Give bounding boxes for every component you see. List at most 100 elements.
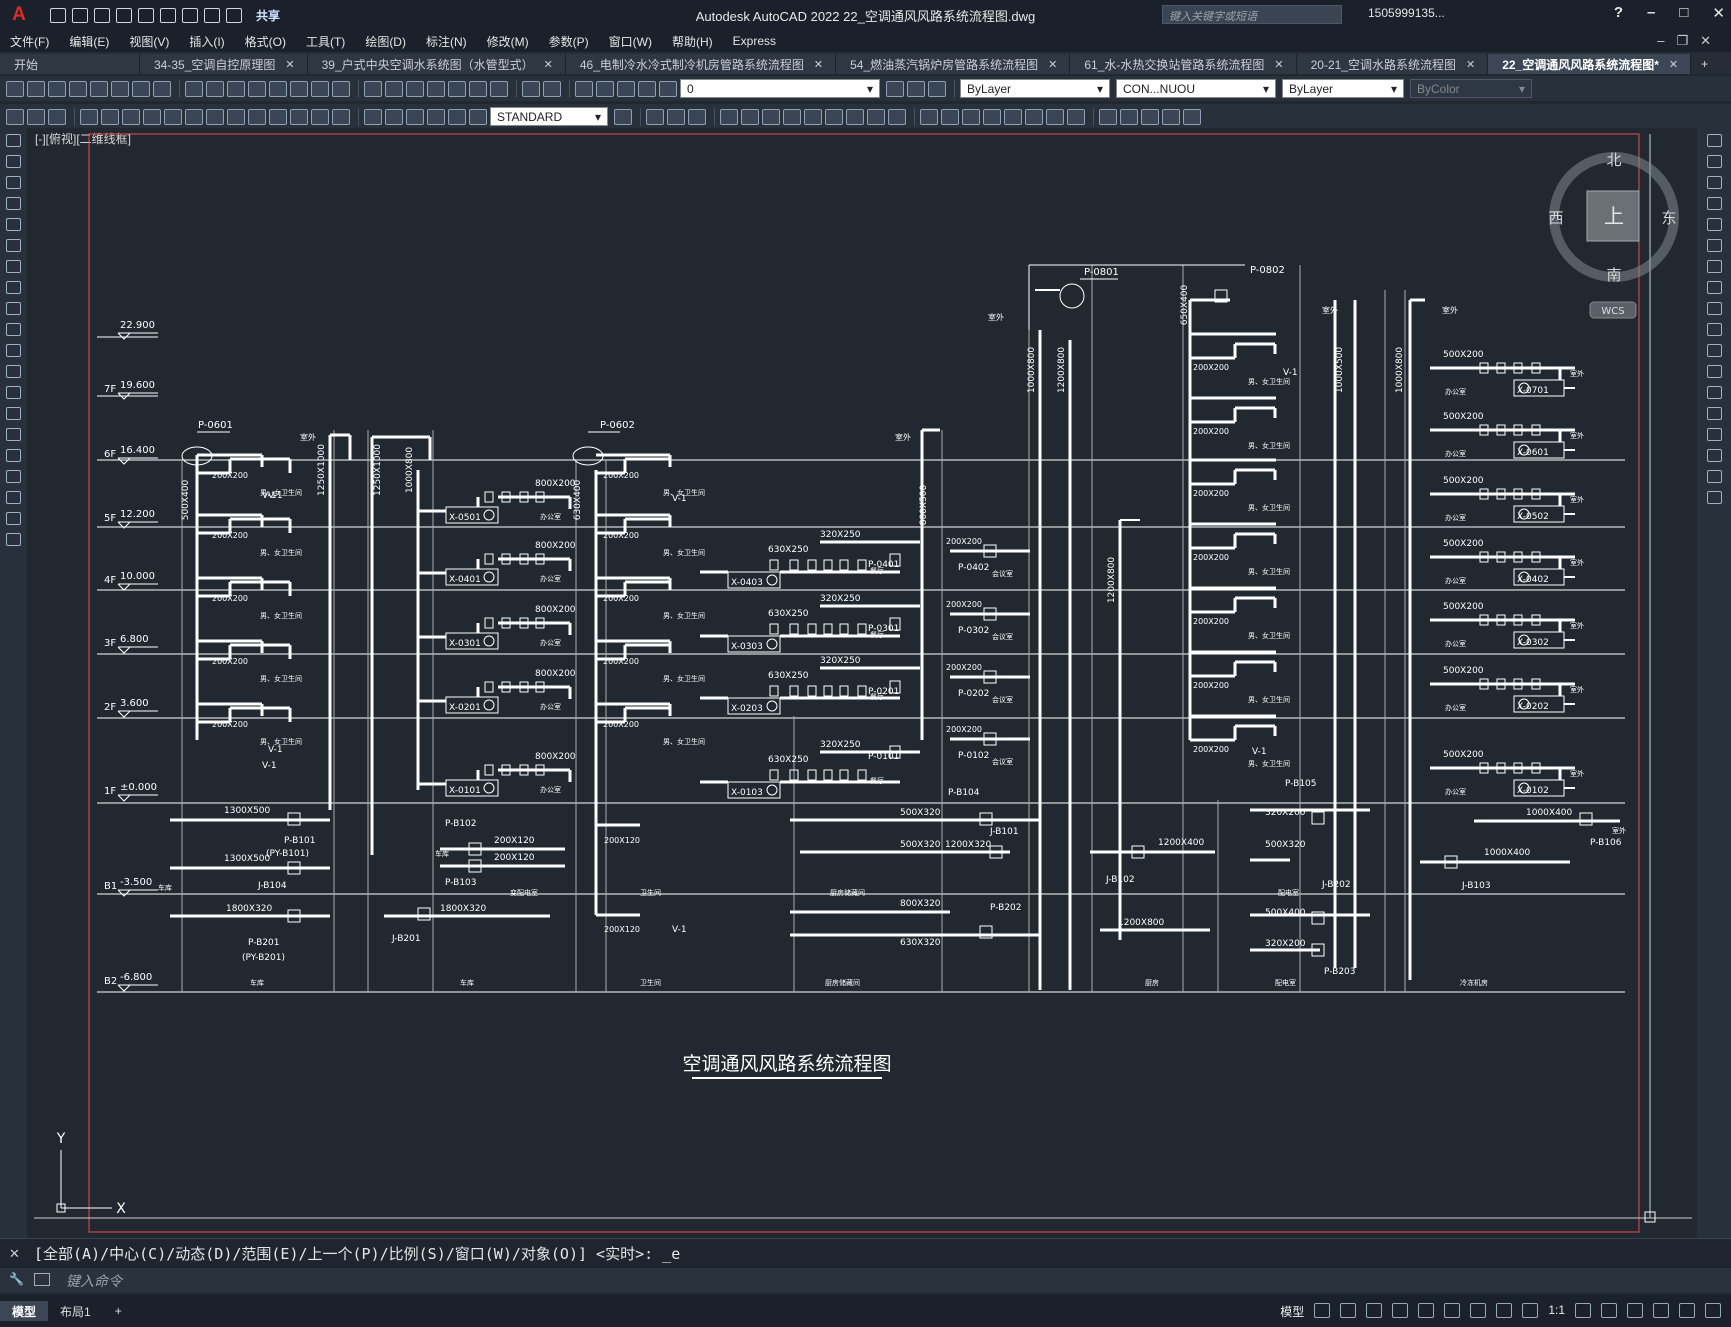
edit-tool-icon[interactable] [332, 80, 350, 97]
tab-close-icon[interactable]: ✕ [1048, 58, 1058, 71]
redo-icon[interactable] [226, 7, 242, 23]
file-tool-icon[interactable] [90, 80, 108, 97]
file-tab-2[interactable]: 39_户式中央空调水系统图（水管型式）✕ [307, 54, 566, 74]
wrench-icon[interactable]: 🔧 [9, 1272, 24, 1286]
tab-close-icon[interactable]: ✕ [1274, 58, 1284, 71]
modify2-tool-icon[interactable] [1025, 108, 1043, 125]
block-tool-icon[interactable] [667, 108, 685, 125]
draw-tool-icon[interactable] [6, 218, 21, 231]
dimension-tool-icon[interactable] [206, 108, 224, 125]
file-tab-7[interactable]: 22_空调通风风路系统流程图*✕ [1488, 54, 1692, 74]
draw-tool-icon[interactable] [6, 365, 21, 378]
file-tab-1[interactable]: 34-35_空调自控原理图✕ [140, 54, 308, 74]
modify-tool-icon[interactable] [825, 108, 843, 125]
layer-tool-icon[interactable] [659, 80, 677, 97]
edit-tool-icon[interactable] [248, 80, 266, 97]
draw-tool-icon[interactable] [6, 281, 21, 294]
edit-tool-icon[interactable] [206, 80, 224, 97]
undo-icon[interactable] [204, 7, 220, 23]
tab-close-icon[interactable]: ✕ [1668, 58, 1679, 71]
file-tool-icon[interactable] [153, 80, 171, 97]
modify-tool-icon[interactable] [1706, 386, 1722, 399]
tab-close-icon[interactable]: ✕ [1465, 58, 1476, 71]
clean-screen-icon[interactable] [1679, 1303, 1695, 1318]
modify-tool-icon[interactable] [1706, 218, 1722, 231]
file-tab-4[interactable]: 54_燃油蒸汽锅炉房管路系统流程图✕ [836, 54, 1071, 74]
view-tool-icon[interactable] [385, 80, 403, 97]
edit-tool-icon[interactable] [227, 80, 245, 97]
view-tool-icon[interactable] [364, 80, 382, 97]
layer-state-tool-icon[interactable] [886, 80, 904, 97]
annotation-scale[interactable]: 1:1 [1548, 1303, 1565, 1317]
dimension-tool-icon[interactable] [290, 108, 308, 125]
draw-tool-icon[interactable] [6, 344, 21, 357]
view-tool-icon[interactable] [427, 80, 445, 97]
modify2-tool-icon[interactable] [1004, 108, 1022, 125]
customize-icon[interactable] [1705, 1303, 1721, 1318]
dimension-tool-icon[interactable] [80, 108, 98, 125]
command-input[interactable]: 键入命令 [66, 1272, 122, 1289]
menu-item-12[interactable]: Express [732, 34, 777, 48]
minimize-icon[interactable]: – [1647, 4, 1656, 21]
command-line[interactable]: 🔧 键入命令 [0, 1268, 1731, 1293]
plus-icon[interactable] [1601, 1303, 1617, 1318]
menu-item-1[interactable]: 编辑(E) [69, 34, 110, 49]
command-prompt-icon[interactable] [34, 1273, 50, 1286]
draw-tool-icon[interactable] [6, 260, 21, 273]
menu-item-8[interactable]: 修改(M) [486, 34, 529, 49]
help-icon[interactable]: ? [1613, 4, 1624, 21]
maximize-icon[interactable]: □ [1679, 4, 1689, 21]
save-as-icon[interactable] [116, 7, 132, 23]
dimension-tool-icon[interactable] [143, 108, 161, 125]
layer-tool-icon[interactable] [638, 80, 656, 97]
inquiry-tool-icon[interactable] [385, 108, 403, 125]
isolate-icon[interactable] [1627, 1303, 1643, 1318]
open-file-icon[interactable] [72, 7, 88, 23]
modify-tool-icon[interactable] [867, 108, 885, 125]
add-layout-icon[interactable]: + [114, 1304, 122, 1318]
new-tab-button[interactable]: + [1701, 57, 1709, 71]
share-button[interactable]: 共享 [256, 8, 281, 23]
view-tool-icon[interactable] [448, 80, 466, 97]
user-account[interactable]: 1505999135... [1368, 6, 1445, 20]
block-tool-icon[interactable] [688, 108, 706, 125]
modify-tool-icon[interactable] [1706, 344, 1722, 357]
layer-tool-icon[interactable] [596, 80, 614, 97]
viewport-controls[interactable]: [-][俯视][二维线框] [35, 132, 132, 146]
draw-tool-icon[interactable] [6, 323, 21, 336]
help-tool-icon[interactable] [543, 80, 561, 97]
tools-tool-icon[interactable] [1183, 108, 1201, 125]
polar-icon[interactable] [1392, 1303, 1409, 1318]
modify2-tool-icon[interactable] [1046, 108, 1064, 125]
inquiry-tool-icon[interactable] [448, 108, 466, 125]
dimension-tool-icon[interactable] [122, 108, 140, 125]
edit-tool-icon[interactable] [290, 80, 308, 97]
modify-tool-icon[interactable] [1706, 407, 1722, 420]
dimension-tool-icon[interactable] [332, 108, 350, 125]
hardware-accel-icon[interactable] [1653, 1303, 1669, 1318]
modify-tool-icon[interactable] [783, 108, 801, 125]
draw-tool-icon[interactable] [6, 491, 21, 504]
style-tool-icon[interactable] [614, 108, 632, 125]
modify2-tool-icon[interactable] [920, 108, 938, 125]
modify-tool-icon[interactable] [720, 108, 738, 125]
file-tool-icon[interactable] [111, 80, 129, 97]
modify-tool-icon[interactable] [1706, 302, 1722, 315]
inquiry-tool-icon[interactable] [364, 108, 382, 125]
modify-tool-icon[interactable] [1706, 365, 1722, 378]
dimension-tool-icon[interactable] [311, 108, 329, 125]
color-dropdown[interactable]: ByLayer▾ [960, 79, 1110, 98]
modify2-tool-icon[interactable] [1067, 108, 1085, 125]
edit-tool-icon[interactable] [185, 80, 203, 97]
close-icon[interactable]: ✕ [1712, 5, 1725, 22]
drawing-canvas[interactable]: 22.90019.6007F16.4006F12.2005F10.0004F6.… [27, 128, 1697, 1238]
draw-tool-icon[interactable] [6, 428, 21, 441]
tools-tool-icon[interactable] [1162, 108, 1180, 125]
view-tool-icon[interactable] [469, 80, 487, 97]
isodraft-icon[interactable] [1418, 1303, 1435, 1318]
menu-item-11[interactable]: 帮助(H) [671, 34, 713, 49]
draw-tool-icon[interactable] [6, 470, 21, 483]
draw-tool-icon[interactable] [6, 239, 21, 252]
modify-tool-icon[interactable] [1706, 197, 1722, 210]
menu-item-5[interactable]: 工具(T) [305, 34, 346, 49]
